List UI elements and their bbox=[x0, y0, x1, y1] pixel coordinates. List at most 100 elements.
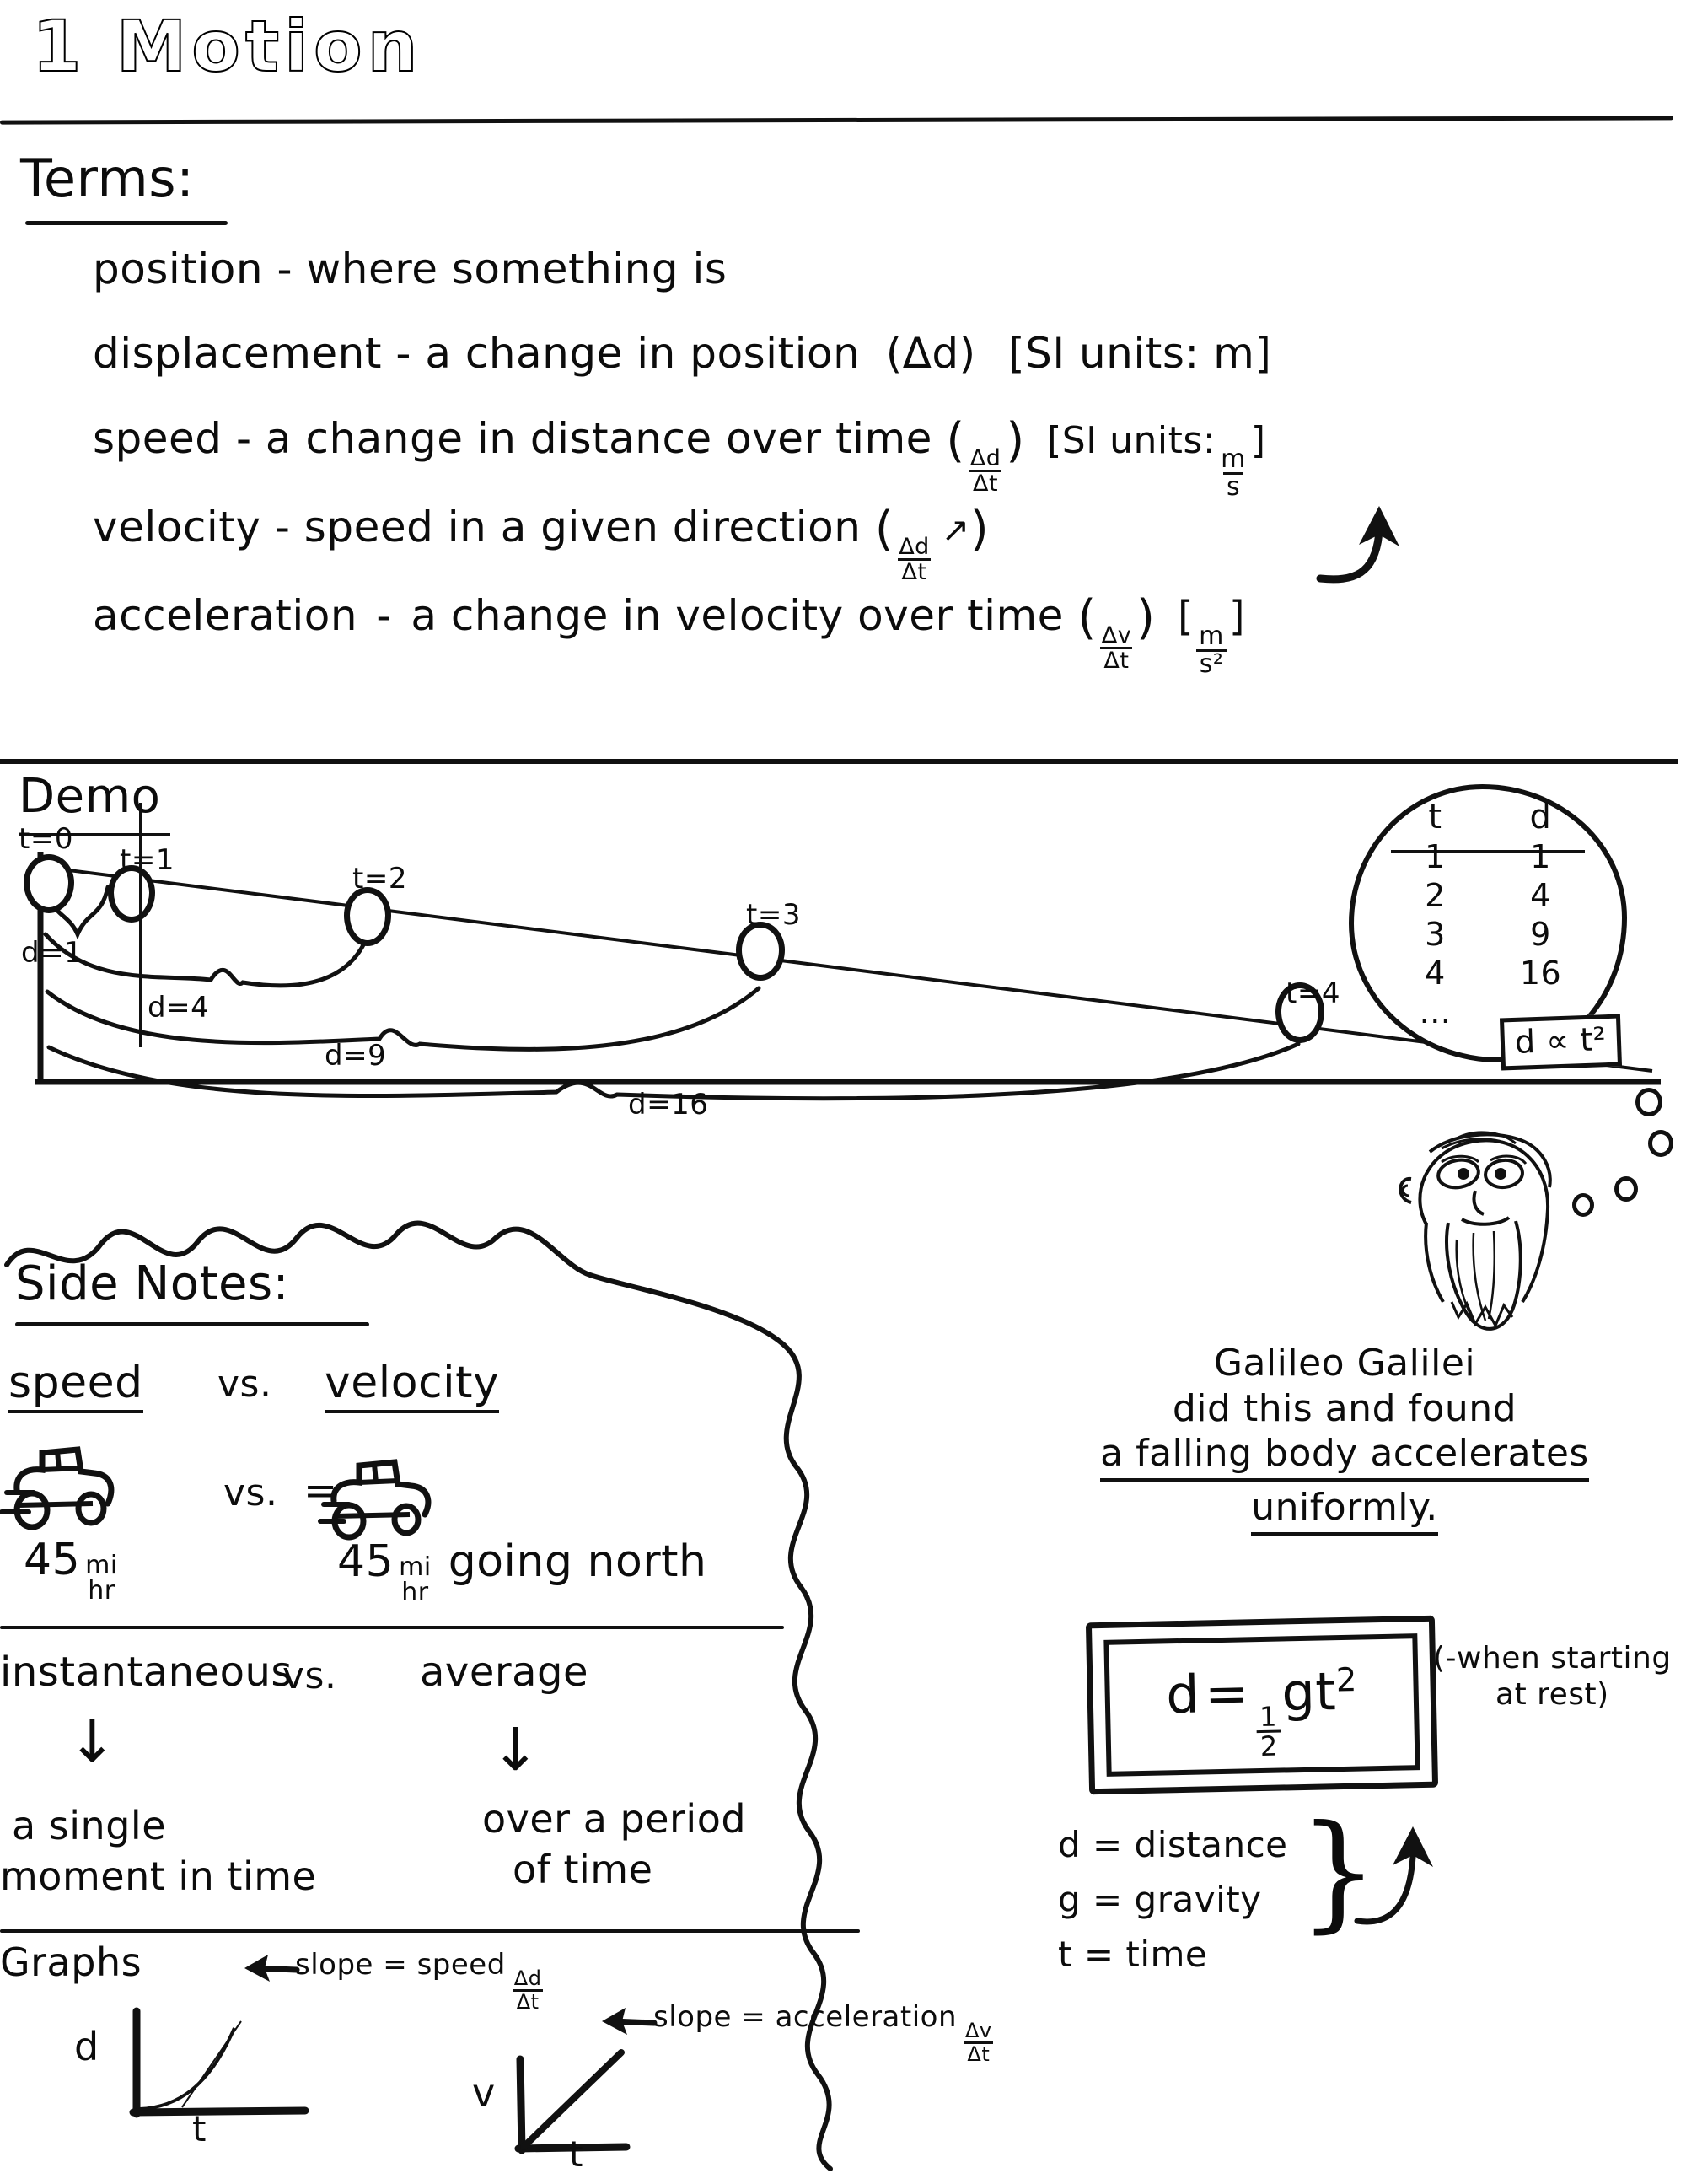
side-notes-underline bbox=[15, 1322, 369, 1326]
time-label-t0: t=0 bbox=[19, 822, 73, 856]
term-speed-word: speed bbox=[93, 414, 223, 463]
ball-t3 bbox=[736, 922, 785, 981]
term-displacement-units: [SI units: m] bbox=[1008, 329, 1272, 378]
table-vertical-divider bbox=[139, 803, 142, 1047]
term-acceleration: acceleration - a change in velocity over… bbox=[93, 590, 1245, 678]
graphs-heading: Graphs bbox=[0, 1939, 142, 1985]
term-acceleration-definition: a change in velocity over time bbox=[411, 591, 1064, 640]
term-velocity-word: velocity bbox=[93, 503, 261, 551]
paren-open: ( bbox=[1077, 590, 1097, 645]
direction-arrow-icon: ↗ bbox=[941, 511, 970, 550]
ball-t4 bbox=[1275, 982, 1324, 1043]
proportionality-box: d ∝ t² bbox=[1499, 1014, 1622, 1071]
cell-t: 4 bbox=[1425, 955, 1446, 992]
table-header-divider bbox=[1391, 850, 1585, 853]
average-detail-line2: of time bbox=[513, 1847, 653, 1892]
cell-t: 3 bbox=[1425, 916, 1446, 953]
title-divider bbox=[0, 116, 1674, 125]
galileo-caption: Galileo Galilei did this and found a fal… bbox=[1012, 1341, 1678, 1536]
column-header-t: t bbox=[1428, 798, 1442, 836]
cell-d: 1 bbox=[1530, 838, 1551, 875]
td-data-table: t d 1 1 2 4 3 9 4 16 ... ... bbox=[1383, 797, 1593, 1031]
distance-label-d16: d=16 bbox=[628, 1088, 709, 1122]
distance-label-d9: d=9 bbox=[325, 1039, 387, 1073]
arrow-down-icon-left: ↓ bbox=[67, 1707, 118, 1776]
term-position-definition: where something is bbox=[306, 245, 728, 293]
time-label-t4: t=4 bbox=[1286, 976, 1340, 1010]
term-displacement: displacement - a change in position (Δd)… bbox=[93, 329, 1271, 378]
term-dash: - bbox=[376, 591, 392, 640]
condition-line2: at rest) bbox=[1495, 1677, 1609, 1713]
label-average: average bbox=[420, 1649, 588, 1696]
big-up-arrow-icon bbox=[1316, 506, 1399, 584]
demo-ramp-diagram bbox=[35, 852, 1661, 1101]
graph-distance-vs-time bbox=[129, 2007, 309, 2118]
car-icon-right bbox=[318, 1459, 432, 1541]
terms-heading-underline bbox=[25, 221, 228, 225]
cell-d: 4 bbox=[1530, 877, 1551, 914]
thought-dot-4 bbox=[1572, 1193, 1594, 1217]
side-notes-divider-1 bbox=[0, 1626, 784, 1629]
galileo-line2: a falling body accelerates bbox=[1100, 1431, 1589, 1482]
side-notes-divider-2 bbox=[0, 1929, 860, 1933]
term-speed: speed - a change in distance over time (… bbox=[93, 413, 1266, 501]
galileo-line3: uniformly. bbox=[1251, 1485, 1438, 1536]
distance-label-d1: d=1 bbox=[21, 936, 83, 970]
arrow-left-icon-graph1 bbox=[244, 1955, 300, 1982]
vs-separator-1: vs. bbox=[217, 1363, 272, 1406]
galileo-name: Galileo Galilei bbox=[1213, 1342, 1476, 1385]
instantaneous-detail-line1: a single bbox=[12, 1803, 166, 1848]
ball-t2 bbox=[344, 887, 391, 946]
demo-heading: Demo bbox=[19, 769, 161, 824]
paren-close: ) bbox=[1006, 413, 1025, 468]
ball-t1 bbox=[108, 865, 155, 923]
term-velocity: velocity - speed in a given direction (Δ… bbox=[93, 502, 989, 584]
free-fall-condition-note: (-when starting at rest) bbox=[1433, 1640, 1672, 1713]
term-speed-units-suffix: ] bbox=[1250, 419, 1266, 462]
term-acceleration-word: acceleration bbox=[93, 591, 358, 640]
graph2-y-axis-label: v bbox=[472, 2070, 496, 2116]
arrow-down-icon-right: ↓ bbox=[491, 1715, 541, 1784]
car-icon-left bbox=[0, 1446, 115, 1530]
average-detail-line1: over a period bbox=[482, 1796, 747, 1842]
graph1-y-axis-label: d bbox=[74, 2024, 99, 2069]
paren-close: ) bbox=[1136, 590, 1156, 645]
vs-separator-2: vs. bbox=[223, 1471, 278, 1514]
term-position-word: position bbox=[93, 245, 264, 293]
time-label-t1: t=1 bbox=[120, 843, 175, 877]
distance-label-d4: d=4 bbox=[148, 991, 210, 1025]
cell-d: 9 bbox=[1530, 916, 1551, 953]
table-row: 4 16 bbox=[1383, 954, 1593, 992]
term-velocity-definition: speed in a given direction bbox=[303, 503, 862, 551]
legend-item-d: d = distance bbox=[1058, 1824, 1288, 1865]
variable-legend: d = distance g = gravity t = time bbox=[1058, 1817, 1288, 1982]
table-header-row: t d bbox=[1383, 797, 1593, 837]
term-displacement-definition: a change in position bbox=[425, 329, 861, 378]
table-row: 1 1 bbox=[1383, 837, 1593, 876]
demo-section-divider bbox=[0, 759, 1678, 764]
term-dash: - bbox=[235, 414, 252, 463]
term-dash: - bbox=[395, 329, 411, 378]
arrow-left-icon-graph2 bbox=[602, 2008, 658, 2035]
graph2-x-axis-label: t bbox=[569, 2133, 583, 2175]
page-title: 1 Motion bbox=[31, 4, 423, 89]
side-notes-heading: Side Notes: bbox=[15, 1256, 290, 1311]
term-speed-units-prefix: [SI units: bbox=[1047, 419, 1216, 462]
term-dash: - bbox=[274, 503, 291, 551]
terms-heading: Terms: bbox=[20, 148, 195, 209]
table-row: 3 9 bbox=[1383, 915, 1593, 954]
accel-units-suffix: ] bbox=[1228, 593, 1246, 640]
